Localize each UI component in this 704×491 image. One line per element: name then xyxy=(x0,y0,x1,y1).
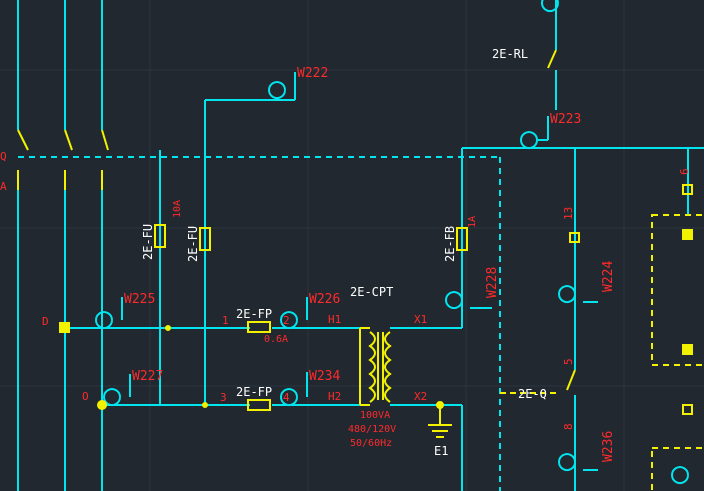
label-w224: W224 xyxy=(601,261,616,292)
label-fu-1b: 2E-FU xyxy=(186,226,200,262)
label-fp-bottom: 2E-FP xyxy=(236,385,272,399)
label-w234: W234 xyxy=(309,369,340,384)
label-n8: 8 xyxy=(562,423,575,430)
label-cpt: 2E-CPT xyxy=(350,285,393,299)
label-n5: 5 xyxy=(562,358,575,365)
dashed-link xyxy=(18,156,501,491)
label-w222: W222 xyxy=(297,66,328,81)
components xyxy=(17,49,704,491)
label-w226: W226 xyxy=(309,292,340,307)
label-h2: H2 xyxy=(328,390,341,403)
label-x1: X1 xyxy=(414,313,427,326)
label-n2: 2 xyxy=(283,314,290,327)
label-n6: 6 xyxy=(678,168,691,175)
label-x2: X2 xyxy=(414,390,427,403)
label-w236: W236 xyxy=(601,431,616,462)
terminal-labels: H1 H2 X1 X2 1 2 3 4 D O Q A 13 8 5 6 xyxy=(0,150,691,430)
label-ground: E1 xyxy=(434,444,448,458)
label-n13: 13 xyxy=(562,207,575,220)
label-a: A xyxy=(0,180,7,193)
label-q-left: Q xyxy=(0,150,7,163)
rating-labels: 0.6A 10A 1A 100VA 480/120V 50/60Hz xyxy=(172,200,478,449)
label-fu-rating: 10A xyxy=(172,200,183,218)
label-tx-freq: 50/60Hz xyxy=(350,438,392,449)
label-q: 2E-Q xyxy=(518,387,547,401)
label-tx-rating: 100VA xyxy=(360,410,390,421)
label-fp-top: 2E-FP xyxy=(236,307,272,321)
label-n3: 3 xyxy=(220,391,227,404)
label-fb-rating: 1A xyxy=(467,216,478,228)
label-w228: W228 xyxy=(485,267,500,298)
label-o: O xyxy=(82,390,89,403)
wire-labels: W222 W223 W225 W226 W227 W234 W228 W224 … xyxy=(124,66,616,462)
label-n1: 1 xyxy=(222,314,229,327)
label-w227: W227 xyxy=(132,369,163,384)
label-h1: H1 xyxy=(328,313,341,326)
component-labels: 2E-RL 2E-CPT 2E-FP 2E-FP 2E-Q 2E-FU 2E-F… xyxy=(141,47,547,458)
label-d: D xyxy=(42,315,49,328)
label-fu-1a: 2E-FU xyxy=(141,224,155,260)
label-relay: 2E-RL xyxy=(492,47,528,61)
label-n4: 4 xyxy=(283,391,290,404)
label-w223: W223 xyxy=(550,112,581,127)
label-fb: 2E-FB xyxy=(443,226,457,262)
wires xyxy=(17,0,704,491)
wire-tags xyxy=(95,0,689,484)
label-tx-voltage: 480/120V xyxy=(348,424,396,435)
label-w225: W225 xyxy=(124,292,155,307)
label-fuse-rating: 0.6A xyxy=(264,334,288,345)
